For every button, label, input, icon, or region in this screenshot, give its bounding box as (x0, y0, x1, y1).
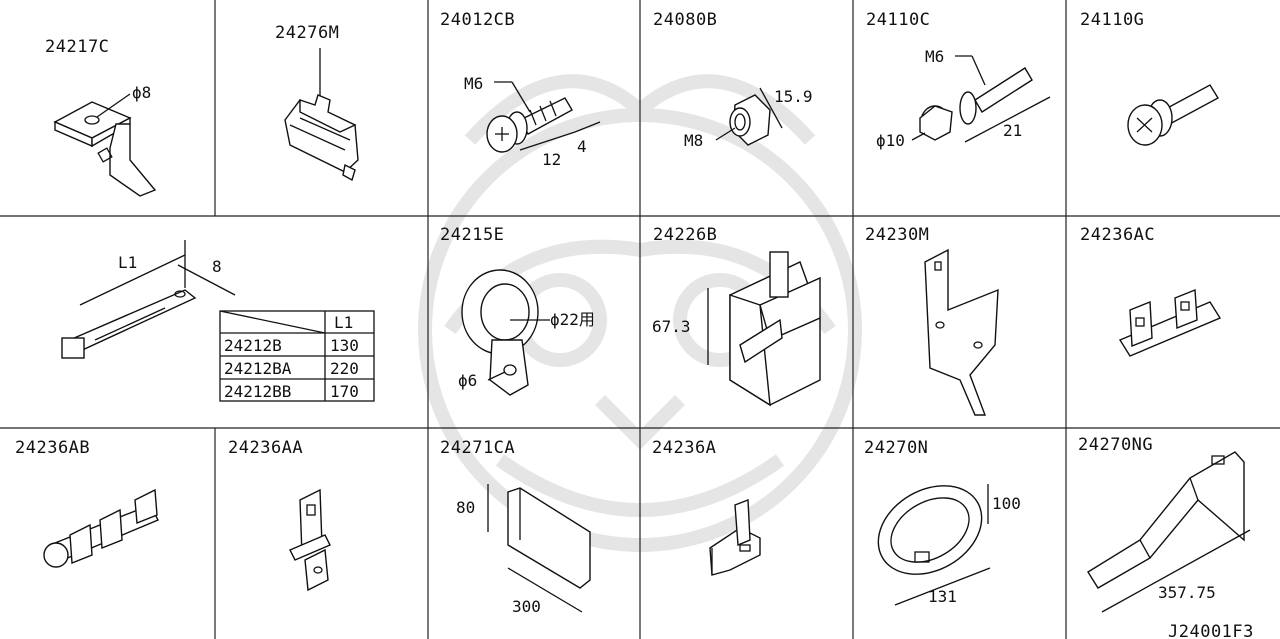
dim-100: 100 (992, 494, 1021, 513)
part-label-24012CB: 24012CB (440, 10, 515, 30)
table-part-3: 24212BB (224, 382, 291, 401)
cable-tie-drawing (61, 289, 197, 359)
table-value-1: 130 (330, 336, 359, 355)
clip-24276M-drawing (284, 94, 359, 182)
cell-24271CA[interactable]: 24271CA 80 300 (440, 438, 591, 616)
holder-24226B-drawing (729, 251, 821, 407)
part-label-24236AC: 24236AC (1080, 225, 1155, 245)
part-label-24271CA: 24271CA (440, 438, 515, 458)
dim-67-3: 67.3 (652, 317, 691, 336)
bracket-24236AC-drawing (1118, 288, 1222, 357)
dim-m8: M8 (684, 131, 703, 150)
bracket-24236A-drawing (709, 498, 761, 576)
part-label-24270NG: 24270NG (1078, 435, 1153, 455)
cell-24276M[interactable]: 24276M (275, 23, 359, 182)
cell-24270N[interactable]: 24270N 100 131 (862, 438, 1021, 606)
dim-8: 8 (212, 257, 222, 276)
dim-m6-b: M6 (925, 47, 944, 66)
clamp-24215E-drawing (461, 269, 539, 396)
part-label-24226B: 24226B (653, 225, 717, 245)
cell-24236AA[interactable]: 24236AA (228, 438, 331, 592)
bolt-24110C-drawing (919, 67, 1033, 141)
length-table: L1 24212B 130 24212BA 220 24212BB 170 (219, 310, 375, 402)
dim-L1: L1 (118, 253, 137, 272)
part-label-24236A: 24236A (652, 438, 716, 458)
part-label-24276M: 24276M (275, 23, 339, 43)
dim-131: 131 (928, 587, 957, 606)
part-label-24236AB: 24236AB (15, 438, 90, 458)
part-label-24236AA: 24236AA (228, 438, 303, 458)
table-value-3: 170 (330, 382, 359, 401)
cell-24110C[interactable]: 24110C M6 ϕ10 21 (866, 10, 1051, 150)
table-part-1: 24212B (224, 336, 282, 355)
drawing-id: J24001F3 (1168, 622, 1254, 639)
bracket-24230M-drawing (924, 248, 999, 416)
cell-24215E[interactable]: 24215E ϕ22用 ϕ6 (440, 225, 595, 396)
part-label-24215E: 24215E (440, 225, 504, 245)
cell-24080B[interactable]: 24080B 15.9 M8 (653, 10, 813, 150)
nut-24080B-drawing (729, 94, 771, 146)
cell-24230M[interactable]: 24230M (865, 225, 999, 416)
cell-24236AC[interactable]: 24236AC (1080, 225, 1222, 357)
part-label-24110G: 24110G (1080, 10, 1144, 30)
dim-357-75: 357.75 (1158, 583, 1216, 602)
cell-24236AB[interactable]: 24236AB (15, 438, 159, 568)
dim-80: 80 (456, 498, 475, 517)
part-label-24080B: 24080B (653, 10, 717, 30)
grommet-24270N-drawing (877, 485, 983, 575)
protector-24270NG-drawing (1087, 451, 1245, 589)
part-label-24270N: 24270N (864, 438, 928, 458)
table-part-2: 24212BA (224, 359, 292, 378)
bracket-24217C-drawing (53, 93, 157, 197)
pad-24271CA-drawing (507, 487, 591, 589)
cell-24217C[interactable]: 24217C ϕ8 (45, 37, 157, 197)
screw-24110G-drawing (1127, 84, 1219, 146)
bolt-24012CB-drawing (486, 97, 573, 153)
cell-24236A[interactable]: 24236A (652, 438, 761, 576)
dim-phi22: ϕ22用 (550, 310, 595, 329)
part-label-24217C: 24217C (45, 37, 109, 57)
dim-15-9: 15.9 (774, 87, 813, 106)
dim-300: 300 (512, 597, 541, 616)
dim-phi10: ϕ10 (876, 131, 905, 150)
dim-m6: M6 (464, 74, 483, 93)
dim-phi6: ϕ6 (458, 371, 477, 390)
dim-12: 12 (542, 150, 561, 169)
bracket-24236AB-drawing (43, 488, 159, 568)
cell-24226B[interactable]: 24226B 67.3 (652, 225, 821, 407)
dim-4: 4 (577, 137, 587, 156)
cell-24212-cable-tie[interactable]: L1 8 L1 24212B 130 24212BA 220 24212BB 1… (61, 240, 375, 402)
cell-24012CB[interactable]: 24012CB M6 12 4 (440, 10, 601, 169)
dim-phi8: ϕ8 (132, 83, 151, 102)
part-label-24230M: 24230M (865, 225, 929, 245)
cell-24110G[interactable]: 24110G (1080, 10, 1219, 146)
table-header-L1: L1 (334, 313, 353, 332)
bracket-24236AA-drawing (289, 488, 331, 592)
cell-24270NG[interactable]: 24270NG 357.75 J24001F3 (1078, 435, 1254, 639)
dim-21: 21 (1003, 121, 1022, 140)
table-value-2: 220 (330, 359, 359, 378)
part-label-24110C: 24110C (866, 10, 930, 30)
